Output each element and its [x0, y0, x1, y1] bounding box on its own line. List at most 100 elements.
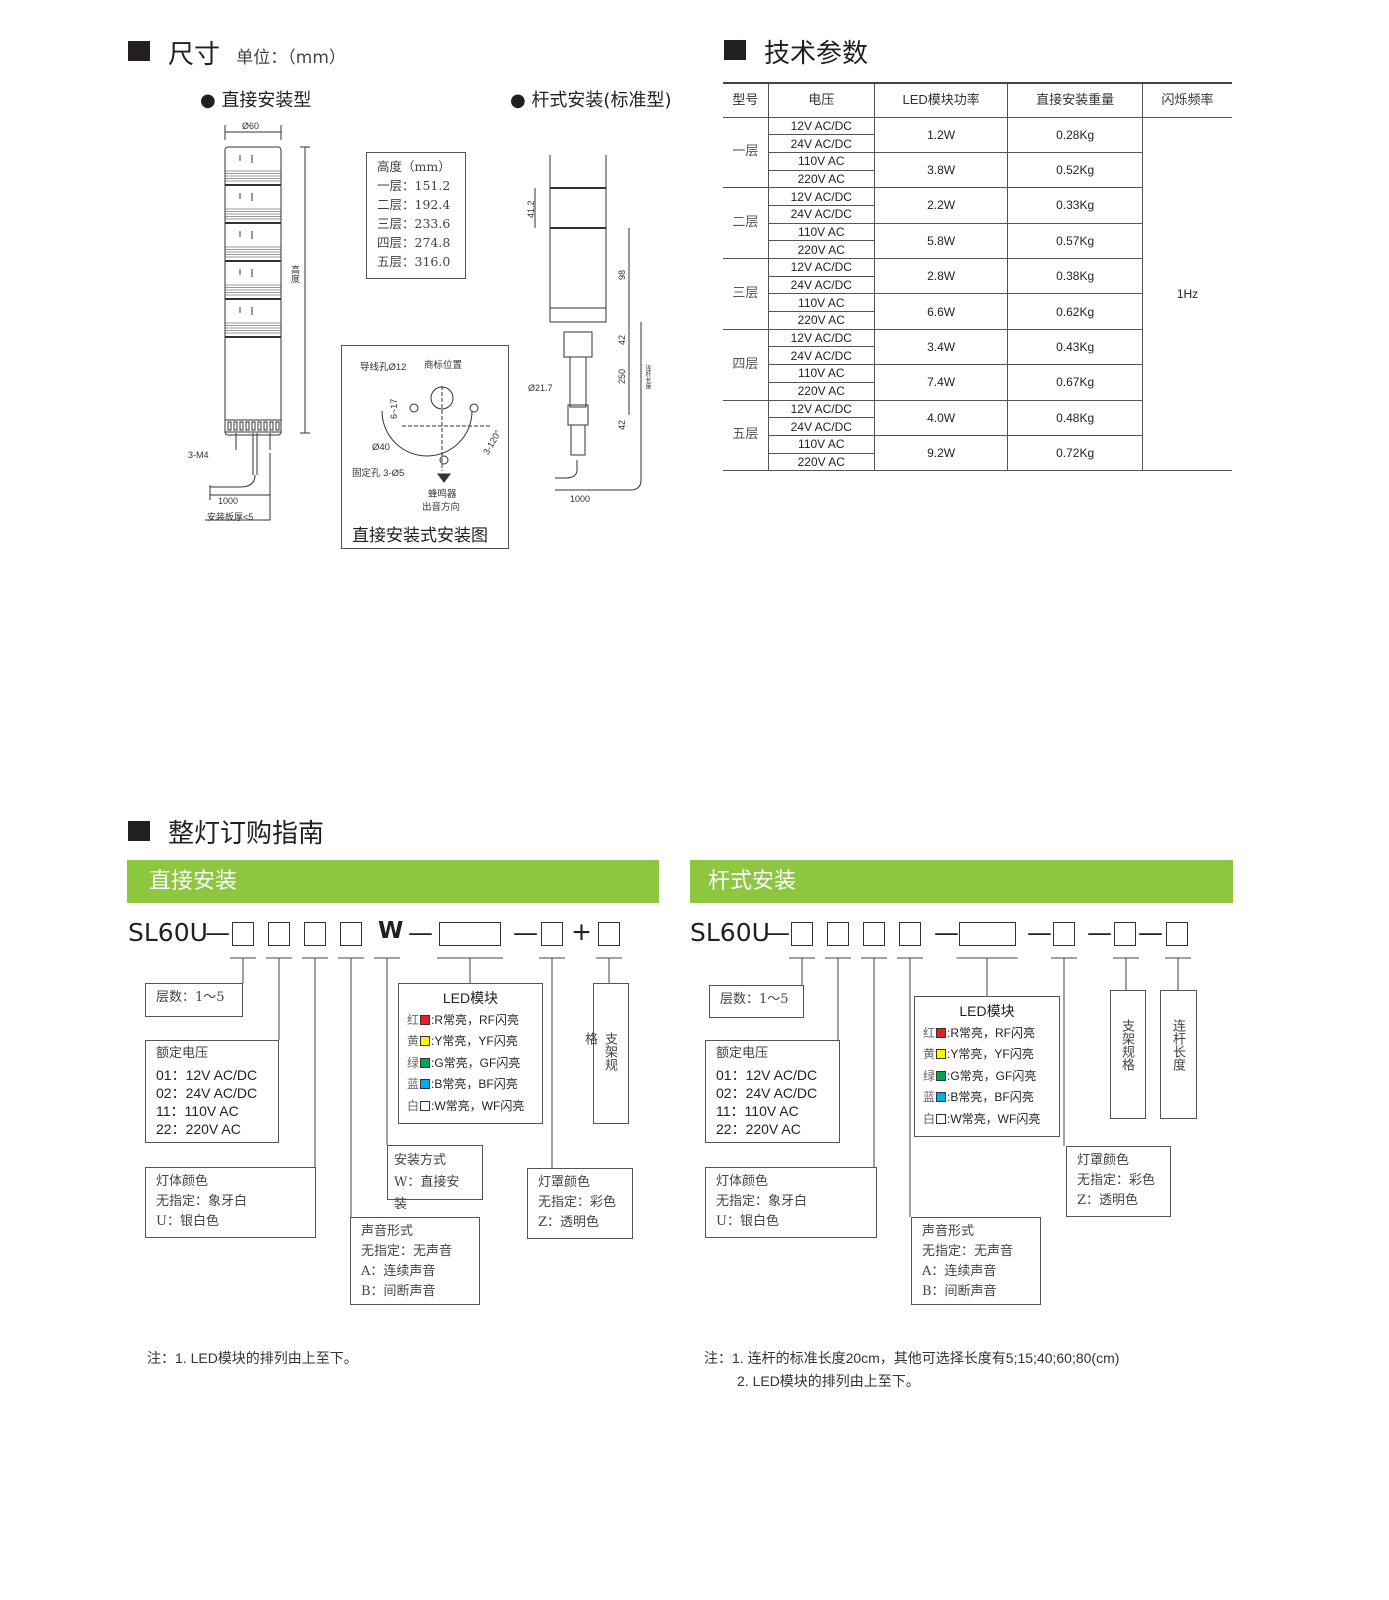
- svg-text:高度: 高度: [290, 264, 300, 284]
- frequency-cell: 1Hz: [1141, 116, 1232, 472]
- voltage-cell: 12V AC/DC: [767, 187, 875, 206]
- code-box-body: [863, 922, 885, 946]
- model-cell: 五层: [723, 399, 769, 472]
- dash: —: [1087, 918, 1112, 947]
- weight-cell: 0.52Kg: [1007, 151, 1143, 189]
- pole-mount-bar: 杆式安装: [690, 860, 1233, 903]
- power-cell: 3.8W: [873, 151, 1009, 189]
- led-option: 红:R常亮，RF闪亮: [407, 1012, 520, 1027]
- order-heading: 整灯订购指南: [168, 819, 325, 849]
- dash: —: [765, 918, 790, 947]
- led-option: 红:R常亮，RF闪亮: [923, 1025, 1036, 1040]
- code-box-sound: [340, 922, 362, 946]
- direct-mount-bar: 直接安装: [127, 860, 659, 903]
- spec-row: 220V AC: [723, 240, 1232, 259]
- dash: —: [1027, 918, 1052, 947]
- code-box-cover: [541, 922, 563, 946]
- color-swatch-icon: [936, 1070, 947, 1081]
- weight-cell: 0.38Kg: [1007, 257, 1143, 295]
- code-box-bracket: [598, 922, 620, 946]
- code-box-tiers: [232, 922, 254, 946]
- spec-row: 24V AC/DC: [723, 275, 1232, 295]
- led-option: 白:W常亮，WF闪亮: [407, 1098, 525, 1113]
- svg-text:6~17: 6~17: [389, 399, 399, 419]
- voltage-cell: 12V AC/DC: [767, 399, 875, 419]
- color-swatch-icon: [420, 1100, 431, 1111]
- power-cell: 5.8W: [873, 222, 1009, 260]
- voltage-cell: 220V AC: [768, 452, 875, 472]
- model-cell: 一层: [723, 116, 769, 189]
- svg-text:Ø40: Ø40: [372, 442, 390, 453]
- direct-mount-drawing: Ø60 高度 3-M4 1000 安装板厚<5: [188, 121, 310, 522]
- code-box-sound: [899, 922, 921, 946]
- svg-text:1000: 1000: [570, 494, 590, 504]
- power-cell: 9.2W: [873, 434, 1009, 472]
- tiers-box: 层数：1～5: [709, 985, 804, 1018]
- svg-text:固定孔 3-Ø5: 固定孔 3-Ø5: [352, 467, 404, 479]
- svg-text:商标位置: 商标位置: [424, 359, 462, 371]
- code-box-voltage: [268, 922, 290, 946]
- color-swatch-icon: [420, 1057, 431, 1068]
- weight-cell: 0.72Kg: [1007, 434, 1143, 472]
- spec-row: 24V AC/DC: [723, 346, 1232, 366]
- model-prefix: SL60U: [690, 918, 770, 947]
- code-box-cover: [1053, 922, 1075, 946]
- weight-cell: 0.43Kg: [1007, 328, 1143, 366]
- led-option: 蓝:B常亮，BF闪亮: [923, 1090, 1034, 1104]
- spec-row: 220V AC: [723, 452, 1232, 472]
- code-box-led: [439, 922, 501, 946]
- svg-text:1000: 1000: [218, 496, 238, 506]
- led-module-box: LED模块红:R常亮，RF闪亮黄:Y常亮，YF闪亮绿:G常亮，GF闪亮蓝:B常亮…: [914, 996, 1060, 1137]
- svg-text:出音方向: 出音方向: [422, 501, 460, 513]
- dash: —: [1138, 918, 1163, 947]
- svg-text:98: 98: [617, 270, 627, 280]
- color-swatch-icon: [936, 1027, 947, 1038]
- dash: —: [934, 918, 959, 947]
- power-cell: 7.4W: [873, 364, 1009, 401]
- weight-cell: 0.57Kg: [1007, 222, 1143, 260]
- svg-text:41.2: 41.2: [526, 200, 536, 218]
- color-swatch-icon: [420, 1079, 431, 1089]
- led-option: 绿:G常亮，GF闪亮: [407, 1055, 521, 1070]
- direct-mount-label: ● 直接安装型: [200, 90, 312, 111]
- bracket-box: 支架规格: [1110, 990, 1146, 1119]
- install-diagram: 导线孔Ø12 商标位置 6~17 Ø40 固定孔 3-Ø5 3-120° 蜂鸣器…: [341, 345, 509, 549]
- svg-text:安装板厚<5: 安装板厚<5: [207, 511, 253, 522]
- svg-text:Ø21.7: Ø21.7: [528, 383, 553, 393]
- svg-text:Ø60: Ø60: [242, 121, 259, 131]
- heading-square-icon: [128, 821, 150, 841]
- pole-note-2: 2. LED模块的排列由上至下。: [737, 1373, 920, 1389]
- code-box-body: [304, 922, 326, 946]
- color-swatch-icon: [936, 1092, 947, 1102]
- voltage-cell: 12V AC/DC: [767, 328, 875, 348]
- svg-text:蜂鸣器: 蜂鸣器: [428, 488, 457, 500]
- power-cell: 1.2W: [873, 116, 1009, 153]
- model-prefix: SL60U: [128, 918, 208, 947]
- svg-text:250: 250: [617, 369, 627, 384]
- code-box-pole-length: [1166, 922, 1188, 946]
- svg-text:3-M4: 3-M4: [188, 450, 209, 460]
- dash: —: [205, 918, 230, 947]
- code-box-voltage: [827, 922, 849, 946]
- heading-square-icon: [128, 41, 150, 61]
- color-swatch-icon: [936, 1113, 947, 1124]
- weight-cell: 0.67Kg: [1007, 364, 1143, 401]
- color-swatch-icon: [420, 1036, 431, 1046]
- led-option: 绿:G常亮，GF闪亮: [923, 1068, 1037, 1083]
